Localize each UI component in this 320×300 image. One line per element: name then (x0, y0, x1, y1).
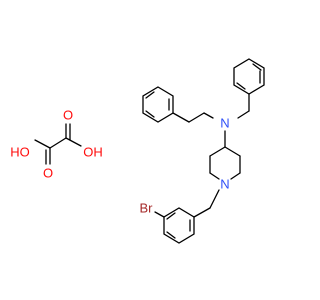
molecule-canvas: HO O O OH N N (0, 0, 300, 300)
bond (65, 137, 82, 147)
oxalic-acid (34, 123, 82, 165)
hydroxyl-label-right: OH (83, 145, 103, 160)
bond (209, 146, 226, 157)
bond (172, 112, 190, 123)
hydroxyl-label-left: HO (10, 145, 30, 160)
bond (166, 231, 176, 239)
background (0, 0, 300, 300)
bond (236, 82, 246, 90)
structure-diagram: HO O O OH N N (0, 0, 300, 300)
bond (224, 146, 241, 157)
oxygen-label-top: O (63, 108, 73, 123)
bond (142, 86, 174, 123)
phenethyl-group (142, 86, 214, 123)
oxygen-label-bottom: O (43, 166, 53, 181)
bond (230, 172, 241, 180)
bond (193, 207, 211, 218)
bond (154, 211, 165, 218)
bromine-label: Br (140, 201, 154, 216)
bond (163, 207, 195, 244)
bond (237, 110, 250, 119)
bond (145, 91, 155, 99)
bond (252, 63, 262, 71)
piperidine-ring (209, 130, 241, 209)
nitrogen-label-piperidine: N (220, 177, 229, 192)
bromobenzyl-group (154, 207, 211, 244)
bond (209, 172, 220, 180)
bond (34, 139, 51, 149)
nitrogen-label-amine: N (220, 116, 229, 131)
bond (166, 212, 176, 220)
bond (203, 112, 214, 119)
bond (209, 189, 220, 209)
benzyl-group (233, 58, 265, 119)
bond (188, 112, 205, 123)
bond (145, 110, 155, 118)
bond (49, 137, 67, 149)
